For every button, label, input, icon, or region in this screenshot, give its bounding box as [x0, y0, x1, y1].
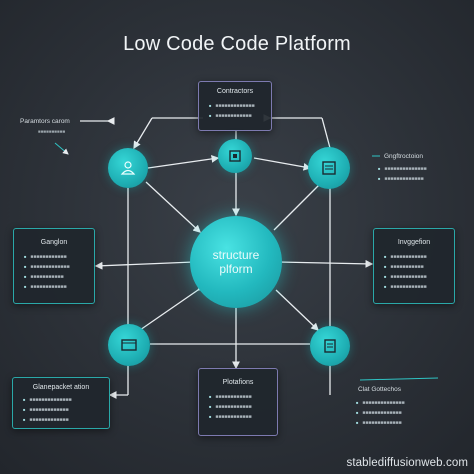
right-label-title: Gngftroctoion	[384, 153, 424, 160]
list-item: ■■■■■■■■■■■	[384, 262, 454, 272]
list-item: ■■■■■■■■■■■■	[209, 111, 271, 121]
node-document-top	[308, 147, 350, 189]
top-box-title: Contractors	[216, 88, 254, 95]
list-item: ■■■■■■■■■■■■	[209, 402, 277, 412]
bottom-center-box: Plotafions ■■■■■■■■■■■■ ■■■■■■■■■■■■ ■■■…	[198, 368, 278, 436]
bottom-left-box: Glanepacket ation ■■■■■■■■■■■■■■ ■■■■■■■…	[12, 377, 110, 429]
node-document-bottom	[310, 326, 350, 366]
center-node: structure plform	[190, 216, 282, 308]
diagram-title: Low Code Code Platform	[123, 33, 351, 55]
list-item: ■■■■■■■■■■■■■■	[356, 398, 404, 408]
bottom-right-label-list: ■■■■■■■■■■■■■■ ■■■■■■■■■■■■■ ■■■■■■■■■■■…	[356, 398, 405, 428]
list-item: ■■■■■■■■■■■■■	[24, 262, 94, 272]
list-item: ■■■■■■■■■■■■■	[209, 101, 271, 111]
list-item: ■■■■■■■■■■■■■■	[378, 164, 426, 174]
list-item: ■■■■■■■■■■■■■	[23, 405, 109, 415]
left-label-sub: ■■■■■■■■■■	[38, 129, 66, 134]
bottom-right-label-title: Clat Gottechos	[358, 386, 401, 393]
center-label-line2: plform	[219, 262, 253, 276]
right-mid-box-title: Invggefion	[397, 239, 431, 246]
watermark: stablediffusionweb.com	[346, 457, 468, 469]
list-item: ■■■■■■■■■■■■■■	[23, 395, 109, 405]
document-icon	[324, 339, 336, 353]
list-item: ■■■■■■■■■■■	[24, 272, 94, 282]
user-icon	[120, 161, 136, 175]
node-browser	[108, 324, 150, 366]
list-item: ■■■■■■■■■■■■■	[23, 415, 109, 425]
top-box: Contractors ■■■■■■■■■■■■■ ■■■■■■■■■■■■	[198, 81, 272, 131]
node-user	[108, 148, 148, 188]
list-item: ■■■■■■■■■■■■	[209, 392, 277, 402]
square-icon	[229, 150, 241, 162]
center-label-line1: structure	[212, 248, 260, 262]
list-item: ■■■■■■■■■■■■■	[356, 418, 405, 428]
list-item: ■■■■■■■■■■■■	[209, 412, 277, 422]
list-item: ■■■■■■■■■■■■	[24, 282, 94, 292]
right-label-list: ■■■■■■■■■■■■■■ ■■■■■■■■■■■■■	[378, 164, 427, 184]
right-mid-box: Invggefion ■■■■■■■■■■■■ ■■■■■■■■■■■ ■■■■…	[373, 228, 455, 304]
list-item: ■■■■■■■■■■■■	[24, 252, 94, 262]
left-label-title: Paramtors carom	[20, 118, 70, 125]
bottom-left-box-title: Glanepacket ation	[32, 384, 90, 391]
list-item: ■■■■■■■■■■■■	[384, 282, 454, 292]
browser-icon	[121, 339, 137, 351]
list-item: ■■■■■■■■■■■■■	[356, 408, 405, 418]
node-square	[218, 139, 252, 173]
left-mid-box: Ganglon ■■■■■■■■■■■■ ■■■■■■■■■■■■■ ■■■■■…	[13, 228, 95, 304]
list-item: ■■■■■■■■■■■■	[384, 252, 454, 262]
bottom-center-box-title: Plotafions	[222, 379, 254, 386]
list-item: ■■■■■■■■■■■■■	[378, 174, 427, 184]
left-mid-box-title: Ganglon	[40, 239, 68, 246]
document-icon	[322, 161, 336, 175]
list-item: ■■■■■■■■■■■■	[384, 272, 454, 282]
